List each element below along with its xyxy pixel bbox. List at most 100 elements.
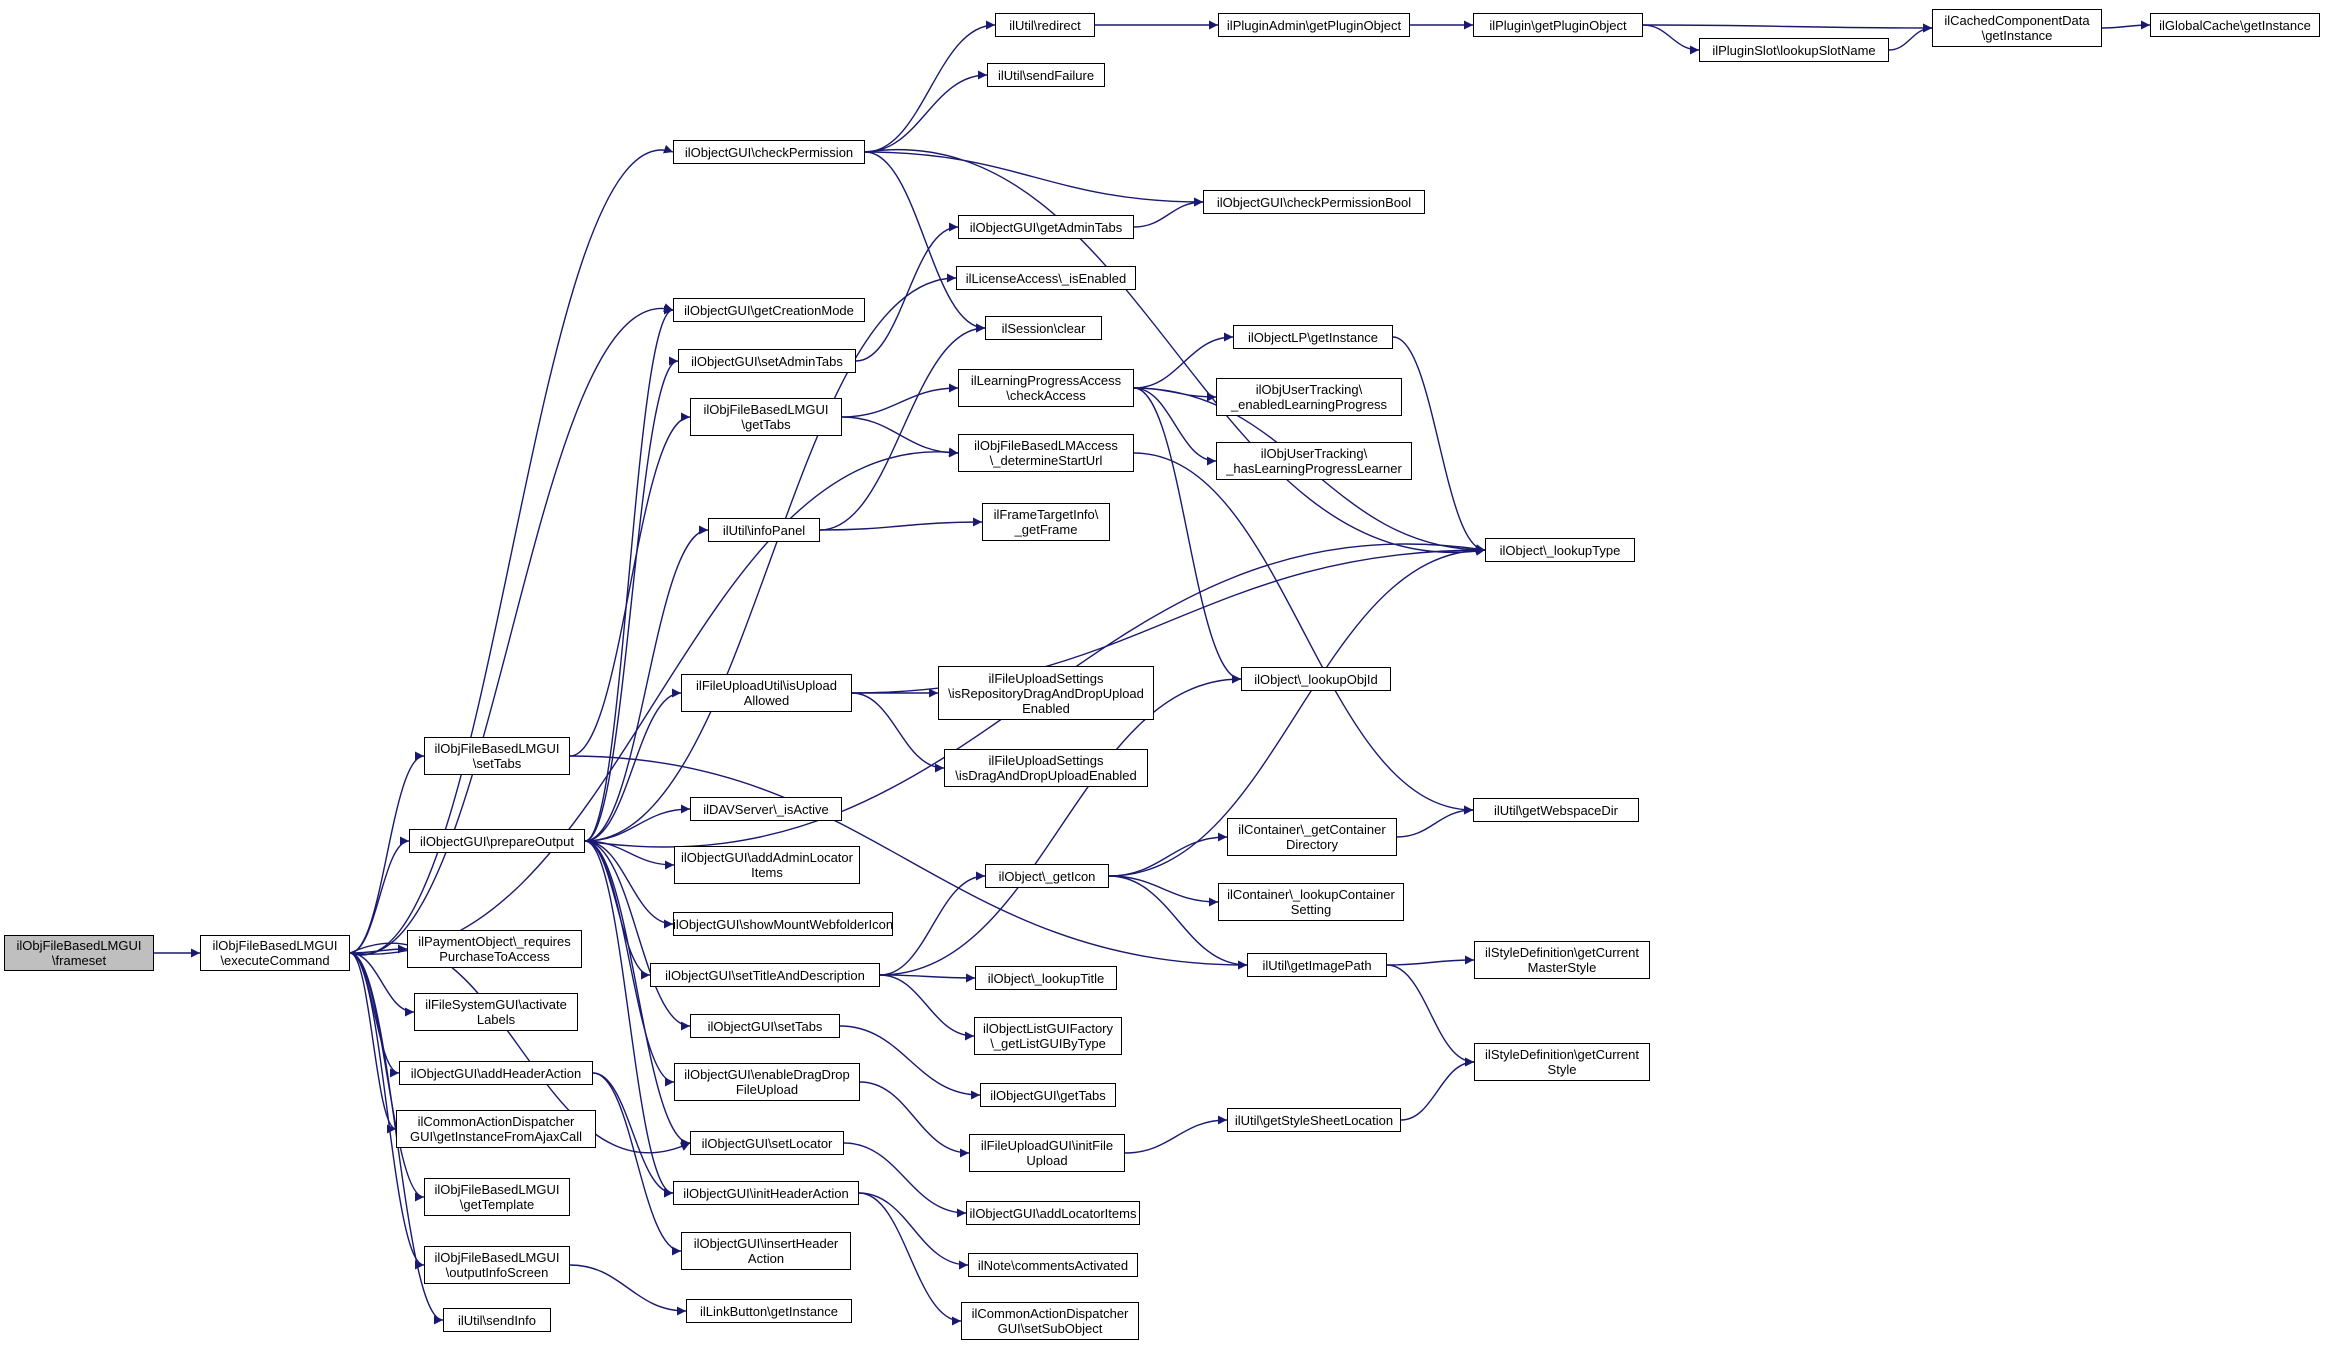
node-add-header-action[interactable]: ilObjectGUI\addHeaderAction <box>399 1061 593 1085</box>
node-init-header-action[interactable]: ilObjectGUI\initHeaderAction <box>673 1181 859 1205</box>
node-label-line: ilObjectGUI\insertHeader <box>693 1236 839 1251</box>
node-send-info[interactable]: ilUtil\sendInfo <box>443 1308 551 1332</box>
node-label-line: _getFrame <box>1014 522 1078 537</box>
node-label-line: \frameset <box>51 953 107 968</box>
node-label-line: ilObjFileBasedLMGUI <box>434 1182 560 1197</box>
edge-prepare-output-to-set-tabs-obj <box>584 840 691 1031</box>
node-label-line: \isDragAndDropUploadEnabled <box>955 768 1137 783</box>
node-set-admin-tabs[interactable]: ilObjectGUI\setAdminTabs <box>678 349 856 373</box>
edge-execute-command-to-get-instance-from-ajax-call <box>349 952 397 1134</box>
edge-set-title-and-description-to-lookup-obj-id <box>879 674 1242 976</box>
edge-get-icon-to-get-container-directory <box>1108 832 1228 877</box>
node-list-guiby-type[interactable]: ilObjectListGUIFactory\_getListGUIByType <box>974 1017 1122 1055</box>
node-execute-command[interactable]: ilObjFileBasedLMGUI\executeCommand <box>200 935 350 971</box>
node-label-line: ilFileUploadSettings <box>988 753 1104 768</box>
node-lookup-obj-id[interactable]: ilObject\_lookupObjId <box>1241 667 1391 691</box>
node-show-mount-webfolder-icon[interactable]: ilObjectGUI\showMountWebfolderIcon <box>673 912 893 936</box>
node-session-clear[interactable]: ilSession\clear <box>985 316 1102 340</box>
edge-prepare-output-to-show-mount-webfolder-icon <box>584 840 674 929</box>
edge-prepare-output-to-add-admin-locator-items <box>584 840 675 870</box>
edge-get-style-sheet-location-to-get-current-style <box>1400 1057 1475 1121</box>
node-label-line: ilObjFileBasedLMAccess <box>974 438 1118 453</box>
node-get-icon[interactable]: ilObject\_getIcon <box>985 864 1109 888</box>
node-add-locator-items[interactable]: ilObjectGUI\addLocatorItems <box>966 1201 1140 1225</box>
node-label-line: \getTabs <box>741 417 791 432</box>
node-label-line: ilLearningProgressAccess <box>970 373 1122 388</box>
node-enabled-learning-progress[interactable]: ilObjUserTracking\_enabledLearningProgre… <box>1216 378 1402 416</box>
node-is-repo-drag-drop[interactable]: ilFileUploadSettings\isRepositoryDragAnd… <box>938 666 1154 720</box>
node-label-line: FileUpload <box>735 1082 799 1097</box>
edge-check-access-to-has-lplearner <box>1133 387 1217 466</box>
node-plugin-admin-get[interactable]: ilPluginAdmin\getPluginObject <box>1218 13 1410 37</box>
node-cached-get-instance[interactable]: ilCachedComponentData\getInstance <box>1932 9 2102 47</box>
node-lookup-title[interactable]: ilObject\_lookupTitle <box>975 966 1117 990</box>
node-check-permission-bool[interactable]: ilObjectGUI\checkPermissionBool <box>1203 190 1425 214</box>
node-plugin-get[interactable]: ilPlugin\getPluginObject <box>1473 13 1643 37</box>
node-lp-get-instance[interactable]: ilObjectLP\getInstance <box>1233 325 1393 349</box>
node-get-creation-mode[interactable]: ilObjectGUI\getCreationMode <box>673 298 865 322</box>
edge-init-header-action-to-comments-activated <box>858 1192 969 1270</box>
node-comments-activated[interactable]: ilNote\commentsActivated <box>968 1253 1138 1277</box>
node-send-failure[interactable]: ilUtil\sendFailure <box>987 63 1105 87</box>
node-label-line: ilUtil\redirect <box>1009 17 1081 33</box>
node-determine-start-url[interactable]: ilObjFileBasedLMAccess\_determineStartUr… <box>958 434 1134 472</box>
node-label-line: ilObject\_lookupTitle <box>987 970 1105 986</box>
node-set-locator[interactable]: ilObjectGUI\setLocator <box>690 1131 844 1155</box>
node-set-title-and-description[interactable]: ilObjectGUI\setTitleAndDescription <box>650 963 880 987</box>
edge-check-access-to-lookup-obj-id <box>1133 387 1242 684</box>
node-get-frame[interactable]: ilFrameTargetInfo\_getFrame <box>982 503 1110 541</box>
node-lookup-type[interactable]: ilObject\_lookupType <box>1485 538 1635 562</box>
edge-determine-start-url-to-get-webspace-dir <box>1133 452 1474 815</box>
node-global-cache-get-instance[interactable]: ilGlobalCache\getInstance <box>2150 13 2320 37</box>
edge-check-permission-to-redirect <box>864 20 996 153</box>
node-label-line: ilObjectGUI\initHeaderAction <box>683 1185 849 1201</box>
edge-check-access-to-lp-get-instance <box>1133 332 1234 389</box>
node-lookup-slot-name[interactable]: ilPluginSlot\lookupSlotName <box>1699 38 1889 62</box>
node-prepare-output[interactable]: ilObjectGUI\prepareOutput <box>409 829 585 853</box>
node-set-tabs-obj[interactable]: ilObjectGUI\setTabs <box>690 1014 840 1038</box>
edge-set-tabs-lm-to-get-tabs-lm <box>569 412 691 757</box>
node-get-admin-tabs[interactable]: ilObjectGUI\getAdminTabs <box>958 215 1134 239</box>
edge-set-title-and-description-to-get-icon <box>879 871 986 976</box>
node-label-line: ilGlobalCache\getInstance <box>2159 17 2311 33</box>
node-check-permission[interactable]: ilObjectGUI\checkPermission <box>673 140 865 164</box>
node-is-drag-drop-enabled[interactable]: ilFileUploadSettings\isDragAndDropUpload… <box>944 749 1148 787</box>
node-get-tabs-obj[interactable]: ilObjectGUI\getTabs <box>980 1083 1116 1107</box>
edge-init-header-action-to-set-sub-object <box>858 1192 962 1326</box>
node-get-webspace-dir[interactable]: ilUtil\getWebspaceDir <box>1473 798 1639 822</box>
node-get-template[interactable]: ilObjFileBasedLMGUI\getTemplate <box>424 1178 570 1216</box>
node-output-info-screen[interactable]: ilObjFileBasedLMGUI\outputInfoScreen <box>424 1246 570 1284</box>
node-label-line: ilObjectGUI\setTabs <box>707 1018 823 1034</box>
node-label-line: ilFileSystemGUI\activate <box>425 997 567 1012</box>
edge-add-header-action-to-init-header-action <box>592 1072 674 1198</box>
node-dav-is-active[interactable]: ilDAVServer\_isActive <box>690 797 842 821</box>
edge-prepare-output-to-license-is-enabled <box>584 273 957 842</box>
node-get-style-sheet-location[interactable]: ilUtil\getStyleSheetLocation <box>1227 1108 1401 1132</box>
node-set-tabs-lm[interactable]: ilObjFileBasedLMGUI\setTabs <box>424 737 570 775</box>
node-get-image-path[interactable]: ilUtil\getImagePath <box>1247 953 1387 977</box>
edge-execute-command-to-determine-start-url <box>349 447 959 955</box>
node-check-access[interactable]: ilLearningProgressAccess\checkAccess <box>958 369 1134 407</box>
node-label-line: \checkAccess <box>1006 388 1086 403</box>
node-label-line: ilUtil\getWebspaceDir <box>1493 802 1619 818</box>
node-link-button-get-instance[interactable]: ilLinkButton\getInstance <box>686 1299 852 1323</box>
node-redirect[interactable]: ilUtil\redirect <box>995 13 1095 37</box>
node-license-is-enabled[interactable]: ilLicenseAccess\_isEnabled <box>956 266 1136 290</box>
node-get-tabs-lm[interactable]: ilObjFileBasedLMGUI\getTabs <box>690 398 842 436</box>
node-label-line: ilObjectGUI\enableDragDrop <box>684 1067 850 1082</box>
node-info-panel[interactable]: ilUtil\infoPanel <box>708 518 820 542</box>
node-has-lplearner[interactable]: ilObjUserTracking\_hasLearningProgressLe… <box>1216 442 1412 480</box>
